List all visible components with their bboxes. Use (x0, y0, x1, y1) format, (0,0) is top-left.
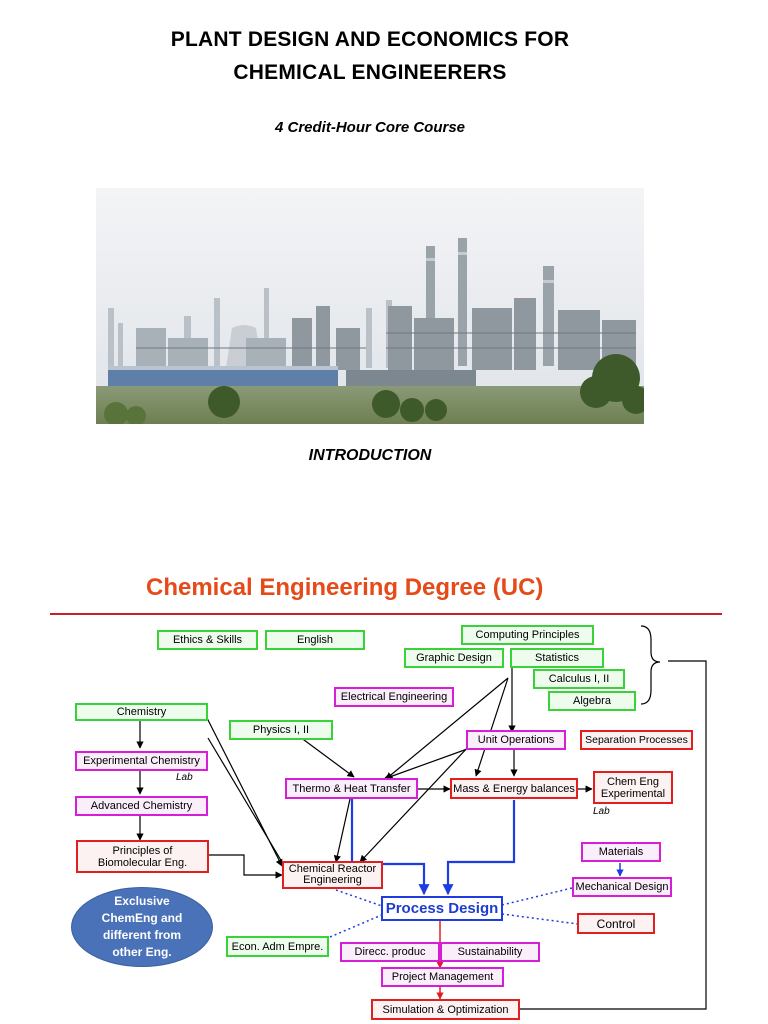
box-mass-energy-balances: Mass & Energy balances (450, 778, 578, 799)
box-mechanical-design: Mechanical Design (572, 877, 672, 897)
box-advanced-chemistry: Advanced Chemistry (75, 796, 208, 816)
box-chemistry: Chemistry (75, 703, 208, 721)
box-materials: Materials (581, 842, 661, 862)
doc-subtitle: 4 Credit-Hour Core Course (274, 119, 466, 136)
box-unit-operations: Unit Operations (466, 730, 566, 750)
box-thermo-heat-transfer: Thermo & Heat Transfer (285, 778, 418, 799)
box-direcc-produc: Direcc. produc (340, 942, 440, 962)
box-physics: Physics I, II (229, 720, 333, 740)
box-english: English (265, 630, 365, 650)
box-econ-adm-empre: Econ. Adm Empre. (226, 936, 329, 957)
box-process-design: Process Design (381, 896, 503, 921)
doc-title-line-1: PLANT DESIGN AND ECONOMICS FOR (170, 28, 570, 51)
chemical-plant-photo (96, 188, 644, 424)
box-simulation-optimization: Simulation & Optimization (371, 999, 520, 1020)
box-electrical-engineering: Electrical Engineering (334, 687, 454, 707)
biomol-line-2: Biomolecular Eng. (97, 856, 188, 869)
callout-text: Exclusive ChemEng and different from oth… (101, 894, 183, 959)
section-heading: INTRODUCTION (308, 447, 432, 464)
box-biomolecular-eng: Principles of Biomolecular Eng. (76, 840, 209, 873)
box-computing-principles: Computing Principles (461, 625, 594, 645)
box-sustainability: Sustainability (440, 942, 540, 962)
lab-label-2: Lab (593, 806, 610, 817)
lab-label-1: Lab (176, 772, 193, 783)
biomol-line-1: Principles of (112, 844, 173, 857)
reactor-line-2: Engineering (303, 874, 362, 886)
reactor-line-1: Chemical Reactor (288, 863, 377, 875)
box-chem-eng-experimental: Chem Eng Experimental (593, 771, 673, 804)
diagram-title: Chemical Engineering Degree (UC) (146, 574, 544, 601)
chem-eng-exp-line-2: Experimental (600, 787, 666, 800)
box-chemical-reactor-engineering: Chemical Reactor Engineering (282, 861, 383, 889)
callout-exclusive-chemeng: Exclusive ChemEng and different from oth… (72, 888, 212, 966)
box-control: Control (577, 913, 655, 934)
box-experimental-chemistry: Experimental Chemistry (75, 751, 208, 771)
doc-title-line-2: CHEMICAL ENGINEERERS (233, 61, 507, 84)
box-calculus: Calculus I, II (533, 669, 625, 689)
flow-connectors (136, 625, 707, 1013)
box-statistics: Statistics (510, 648, 604, 668)
box-graphic-design: Graphic Design (404, 648, 504, 668)
title-divider (50, 613, 722, 615)
chem-eng-exp-line-1: Chem Eng (607, 775, 659, 788)
box-ethics-skills: Ethics & Skills (157, 630, 258, 650)
box-separation-processes: Separation Processes (580, 730, 693, 750)
box-project-management: Project Management (381, 967, 504, 987)
box-algebra: Algebra (548, 691, 636, 711)
